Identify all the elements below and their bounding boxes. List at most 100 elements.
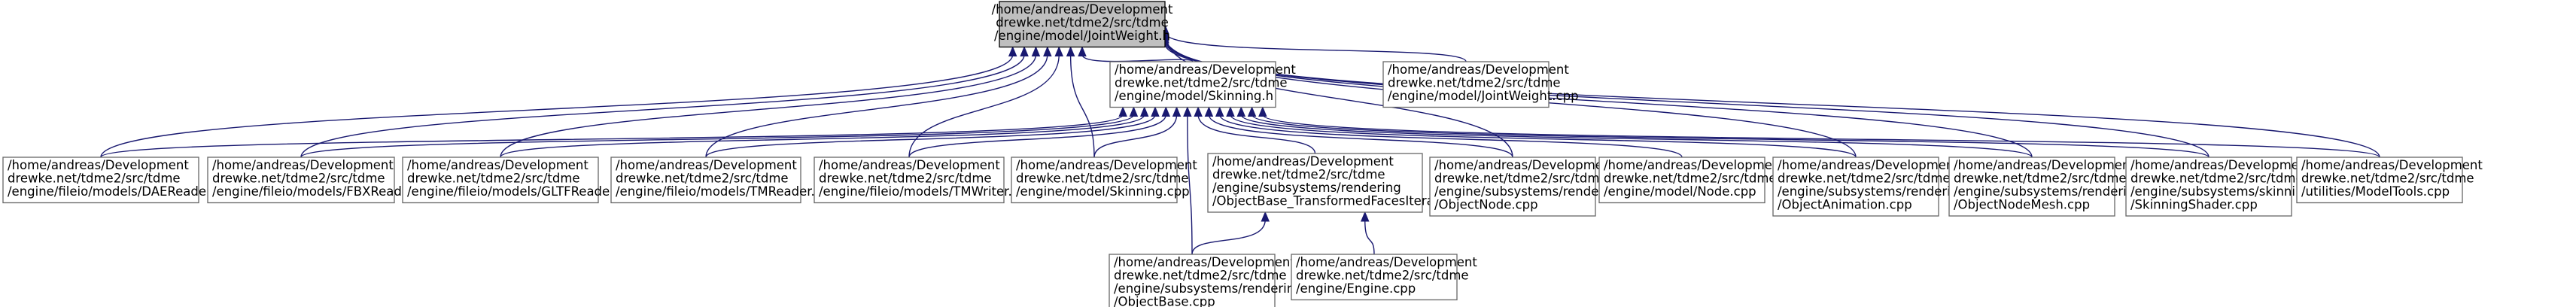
edge-objnodemesh-to-skinning-h bbox=[1240, 114, 2033, 158]
node-label-line: /home/andreas/Development bbox=[1604, 158, 1785, 172]
node-label-line: /utilities/ModelTools.cpp bbox=[2301, 184, 2450, 199]
node-objanim[interactable]: /home/andreas/Developmentdrewke.net/tdme… bbox=[1772, 157, 1966, 217]
node-label-line: /home/andreas/Development bbox=[1778, 158, 1959, 172]
node-box bbox=[402, 157, 599, 204]
edge-obase-tfi-to-skinning-h bbox=[1197, 114, 1316, 154]
node-skinshader[interactable]: /home/andreas/Developmentdrewke.net/tdme… bbox=[2125, 157, 2312, 217]
node-label-line: /engine/model/JointWeight.cpp bbox=[1388, 89, 1579, 103]
arrowhead bbox=[1078, 46, 1087, 56]
node-label-line: /engine/subsystems/rendering bbox=[1434, 184, 1623, 199]
node-node-cpp[interactable]: /home/andreas/Developmentdrewke.net/tdme… bbox=[1598, 157, 1785, 204]
node-label-line: /engine/fileio/models/GLTFReader.cpp bbox=[407, 184, 640, 199]
arrowhead bbox=[1261, 211, 1270, 222]
arrowhead bbox=[1226, 106, 1235, 117]
edge-tmreader-to-skinning-h bbox=[705, 114, 1156, 158]
node-box bbox=[1598, 157, 1765, 204]
node-objectbase[interactable]: /home/andreas/Developmentdrewke.net/tdme… bbox=[1109, 254, 1303, 307]
node-label-line: drewke.net/tdme2/src/tdme bbox=[819, 172, 992, 186]
node-label-line: drewke.net/tdme2/src/tdme bbox=[1434, 172, 1607, 186]
arrowhead bbox=[1215, 106, 1224, 117]
node-engine[interactable]: /home/andreas/Developmentdrewke.net/tdme… bbox=[1291, 254, 1477, 301]
node-label-line: drewke.net/tdme2/src/tdme bbox=[1954, 172, 2127, 186]
node-box bbox=[2, 157, 199, 204]
node-label-line: drewke.net/tdme2/src/tdme bbox=[616, 172, 789, 186]
node-label-line: /engine/model/Skinning.cpp bbox=[1016, 184, 1190, 199]
node-label-line: drewke.net/tdme2/src/tdme bbox=[1114, 269, 1287, 283]
node-label-line: /home/andreas/Development bbox=[1212, 154, 1394, 169]
edge-dae-to-skinning-h bbox=[100, 114, 1124, 158]
node-gltf[interactable]: /home/andreas/Developmentdrewke.net/tdme… bbox=[402, 157, 640, 204]
edge-gltf-to-skinning-h bbox=[500, 114, 1145, 158]
edge-jointweight-cpp-to-joint-h bbox=[1164, 32, 1467, 62]
node-label-line: /home/andreas/Development bbox=[1296, 255, 1477, 269]
node-label-line: /home/andreas/Development bbox=[407, 158, 588, 172]
arrowhead bbox=[1031, 46, 1041, 56]
node-label-line: /ObjectBase.cpp bbox=[1114, 295, 1215, 307]
arrowhead bbox=[1236, 106, 1246, 117]
edge-objectbase-to-skinning-h bbox=[1187, 114, 1193, 255]
node-tmreader[interactable]: /home/andreas/Developmentdrewke.net/tdme… bbox=[610, 157, 838, 204]
node-objectnode[interactable]: /home/andreas/Developmentdrewke.net/tdme… bbox=[1429, 157, 1623, 217]
node-modeltools[interactable]: /home/andreas/Developmentdrewke.net/tdme… bbox=[2296, 157, 2483, 204]
edge-skinning-cpp-to-skinning-h bbox=[1093, 114, 1178, 158]
node-label-line: /engine/model/Skinning.h bbox=[1115, 89, 1273, 103]
node-label-line: drewke.net/tdme2/src/tdme bbox=[1296, 269, 1469, 283]
node-fbx[interactable]: /home/andreas/Developmentdrewke.net/tdme… bbox=[207, 157, 440, 204]
nodes-layer: /home/andreas/Developmentdrewke.net/tdme… bbox=[2, 1, 2483, 307]
edge-modeltools-to-skinning-h bbox=[1262, 114, 2380, 158]
node-box bbox=[2125, 157, 2292, 217]
node-box bbox=[999, 1, 1166, 48]
edge-tmwriter-to-skinning-h bbox=[908, 114, 1166, 158]
arrowhead bbox=[1161, 106, 1171, 117]
node-label-line: /home/andreas/Development bbox=[1954, 158, 2135, 172]
node-box bbox=[207, 157, 395, 204]
node-jointweight-cpp[interactable]: /home/andreas/Developmentdrewke.net/tdme… bbox=[1382, 61, 1579, 108]
edge-skinshader-to-skinning-h bbox=[1251, 114, 2210, 158]
node-label-line: drewke.net/tdme2/src/tdme bbox=[2130, 172, 2304, 186]
node-label-line: /home/andreas/Development bbox=[1115, 62, 1296, 77]
node-objnodemesh[interactable]: /home/andreas/Developmentdrewke.net/tdme… bbox=[1948, 157, 2143, 217]
arrowhead bbox=[1129, 106, 1139, 117]
arrowhead bbox=[1008, 46, 1017, 56]
arrowhead bbox=[1043, 46, 1052, 56]
edge-node-cpp-to-skinning-h bbox=[1219, 114, 1683, 158]
node-label-line: /home/andreas/Development bbox=[1434, 158, 1616, 172]
node-label-line: /home/andreas/Development bbox=[616, 158, 797, 172]
node-skinning-h[interactable]: /home/andreas/Developmentdrewke.net/tdme… bbox=[1109, 61, 1296, 108]
node-joint-h[interactable]: /home/andreas/Developmentdrewke.net/tdme… bbox=[992, 1, 1173, 48]
arrowhead bbox=[1118, 106, 1127, 117]
node-label-line: /engine/fileio/models/DAEReader.cpp bbox=[8, 184, 237, 199]
node-label-line: /home/andreas/Development bbox=[1016, 158, 1197, 172]
node-label-line: /engine/subsystems/rendering bbox=[1212, 181, 1401, 195]
node-box bbox=[1109, 254, 1276, 307]
node-label-line: drewke.net/tdme2/src/tdme bbox=[212, 172, 385, 186]
node-obase-tfi[interactable]: /home/andreas/Developmentdrewke.net/tdme… bbox=[1207, 153, 1462, 213]
edges-layer bbox=[100, 23, 2380, 255]
arrowhead bbox=[1183, 106, 1192, 117]
arrowhead bbox=[1172, 106, 1182, 117]
arrowhead bbox=[1066, 46, 1075, 56]
node-box bbox=[814, 157, 1005, 204]
edge-engine-to-obase-tfi bbox=[1364, 219, 1375, 255]
node-label-line: drewke.net/tdme2/src/tdme bbox=[1115, 76, 1288, 90]
edge-objanim-to-skinning-h bbox=[1230, 114, 1857, 158]
node-label-line: drewke.net/tdme2/src/tdme bbox=[1212, 168, 1385, 182]
node-label-line: /engine/subsystems/rendering bbox=[1778, 184, 1966, 199]
node-box bbox=[1109, 61, 1276, 108]
node-label-line: /engine/fileio/models/FBXReader.cpp bbox=[212, 184, 440, 199]
node-box bbox=[1772, 157, 1939, 217]
node-box bbox=[1948, 157, 2115, 217]
node-label-line: /engine/fileio/models/TMWriter.cpp bbox=[819, 184, 1035, 199]
node-label-line: /home/andreas/Development bbox=[819, 158, 1000, 172]
node-label-line: drewke.net/tdme2/src/tdme bbox=[1016, 172, 1189, 186]
edge-objectbase-to-obase-tfi bbox=[1191, 219, 1266, 255]
node-skinning-cpp[interactable]: /home/andreas/Developmentdrewke.net/tdme… bbox=[1011, 157, 1197, 204]
node-tmwriter[interactable]: /home/andreas/Developmentdrewke.net/tdme… bbox=[814, 157, 1035, 204]
node-box bbox=[1291, 254, 1458, 301]
node-label-line: /engine/Engine.cpp bbox=[1296, 281, 1416, 296]
node-label-line: /engine/model/JointWeight.h bbox=[994, 29, 1170, 43]
node-box bbox=[2296, 157, 2463, 204]
node-dae[interactable]: /home/andreas/Developmentdrewke.net/tdme… bbox=[2, 157, 237, 204]
node-label-line: /home/andreas/Development bbox=[212, 158, 394, 172]
node-label-line: drewke.net/tdme2/src/tdme bbox=[2301, 172, 2474, 186]
